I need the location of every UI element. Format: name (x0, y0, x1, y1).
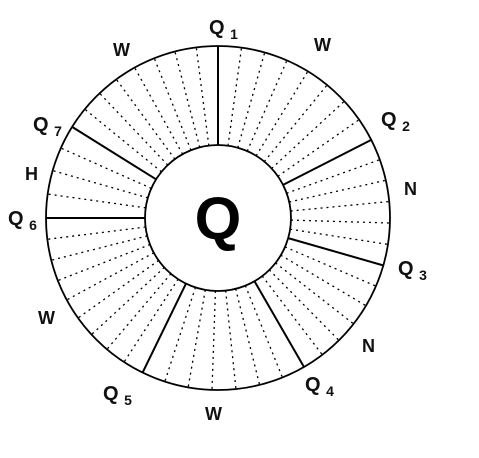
label-w-3: W (38, 308, 55, 328)
label-n-2: N (362, 336, 375, 356)
dotted-divider-line (261, 275, 323, 356)
dotted-divider-line (91, 266, 165, 336)
label-q3: Q 3 (398, 258, 427, 283)
label-q1: Q 1 (209, 17, 238, 42)
dotted-subdivisions (47, 47, 390, 390)
dotted-divider-line (123, 278, 179, 363)
dotted-divider-line (275, 262, 354, 325)
dotted-divider-line (106, 273, 172, 350)
inner-ring (144, 144, 292, 292)
dotted-divider-line (77, 259, 159, 319)
solid-divider-line (253, 280, 305, 368)
label-q7: Q 7 (33, 114, 62, 139)
dotted-divider-line (66, 252, 155, 301)
dotted-divider-line (268, 269, 340, 341)
label-w-4: W (113, 40, 130, 60)
dotted-divider-line (174, 51, 201, 148)
dotted-divider-line (263, 84, 328, 162)
dotted-divider-line (134, 67, 184, 155)
solid-divider-line (141, 283, 187, 374)
dotted-divider-line (244, 285, 284, 378)
label-q4: Q 4 (305, 374, 334, 399)
dotted-divider-line (289, 179, 386, 203)
dotted-divider-line (271, 100, 345, 169)
label-subscript: 4 (326, 383, 334, 399)
dotted-divider-line (224, 290, 237, 390)
dotted-divider-line (51, 235, 148, 261)
label-w-1: W (314, 35, 331, 55)
dotted-divider-line (227, 47, 243, 146)
dotted-divider-line (153, 58, 192, 151)
dotted-divider-line (57, 243, 151, 282)
label-subscript: 7 (54, 123, 62, 139)
solid-dividers (46, 46, 384, 374)
label-n-1: N (404, 179, 417, 199)
label-subscript: 6 (29, 217, 37, 233)
dotted-divider-line (84, 108, 162, 173)
dotted-divider-line (290, 228, 389, 246)
label-h: H (25, 164, 38, 184)
dotted-divider-line (246, 60, 288, 152)
dotted-divider-line (187, 289, 206, 388)
dotted-divider-line (290, 219, 390, 224)
dotted-divider-line (284, 246, 377, 287)
label-q2: Q 2 (381, 109, 410, 134)
solid-divider-line (71, 126, 157, 181)
label-subscript: 3 (419, 267, 427, 283)
dotted-divider-line (211, 290, 217, 390)
dotted-divider-line (47, 226, 146, 240)
label-w-2: W (205, 404, 222, 424)
dotted-divider-line (255, 71, 309, 157)
solid-divider-line (287, 237, 384, 267)
dotted-divider-line (290, 200, 390, 212)
dotted-divider-line (235, 288, 261, 386)
dotted-divider-line (237, 52, 266, 148)
dotted-divider-line (277, 119, 360, 177)
label-q5: Q 5 (103, 383, 132, 408)
dotted-divider-line (280, 254, 367, 307)
solid-divider-line (282, 139, 372, 186)
dotted-divider-line (52, 169, 149, 199)
center-label: Q (195, 185, 242, 252)
label-subscript: 5 (124, 392, 132, 408)
label-subscript: 1 (230, 26, 238, 42)
dotted-divider-line (47, 193, 146, 209)
dotted-divider-line (195, 47, 210, 146)
label-subscript: 2 (402, 118, 410, 134)
dotted-divider-line (164, 287, 197, 382)
label-q6: Q 6 (8, 208, 37, 233)
dotted-divider-line (60, 147, 152, 189)
dotted-divider-line (99, 92, 169, 166)
dotted-divider-line (286, 159, 381, 194)
dotted-divider-line (115, 78, 176, 160)
